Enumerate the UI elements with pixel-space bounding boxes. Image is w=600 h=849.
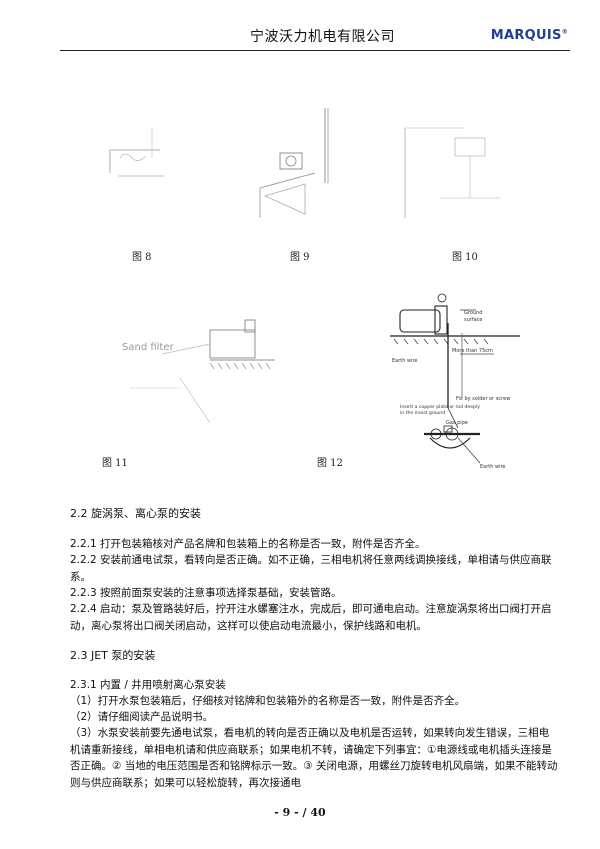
gas-pipe-label: Gas pipe — [446, 420, 468, 426]
paragraph-2-3-1: 2.3.1 内置 / 井用喷射离心泵安装 — [70, 679, 226, 691]
paragraph-2-3-1-item1: （1）打开水泵包装箱后，仔细核对铭牌和包装箱外的名称是否一致，附件是否齐全。 — [70, 695, 466, 707]
paragraph-2-2-1: 2.2.1 打开包装箱核对产品名牌和包装箱上的名称是否一致，附件是否齐全。 — [70, 538, 426, 550]
fig12-diagram: Ground surface More than 75cm Earth wire… — [390, 293, 520, 470]
paragraph-2-3-1-item3: （3）水泵安装前要先通电试泵，看电机的转向是否正确以及电机是否运转，如果转向发生… — [70, 727, 558, 789]
fig9-caption: 图 9 — [290, 252, 310, 263]
fig12-caption: 图 12 — [317, 458, 343, 469]
more-than-label: More than 75cm — [452, 348, 493, 354]
paragraph-2-2-3: 2.2.3 按照前面泵安装的注意事项选择泵基础，安装管路。 — [70, 587, 342, 599]
paragraph-2-3-1-item2: （2）请仔细阅读产品说明书。 — [70, 711, 214, 723]
insert-note-2: in the moist ground — [400, 410, 445, 416]
fig11-caption: 图 11 — [102, 458, 128, 469]
fig8-caption: 图 8 — [132, 252, 152, 263]
fig8-sketch — [109, 128, 164, 177]
earth-wire-label: Earth wire — [392, 358, 418, 364]
installation-sketches: Sand filter Ground — [109, 108, 520, 470]
ground-label-2: surface — [464, 317, 482, 323]
paragraph-2-2-4: 2.2.4 启动：泵及管路装好后，拧开注水螺塞注水，完成后，即可通电启动。注意旋… — [70, 603, 552, 632]
fig10-caption: 图 10 — [452, 252, 478, 263]
fix-note: Fix by solder or screw — [456, 396, 510, 402]
fig9-sketch — [259, 108, 329, 218]
figure-area: Sand filter Ground — [60, 58, 560, 478]
paragraph-2-2-2: 2.2.2 安装前通电试泵，看转向是否正确。如不正确，三相电机将任意两线调换接线… — [70, 554, 552, 583]
fig10-sketch — [404, 127, 500, 218]
insert-note-1: Insert a copper plate or rod deeply — [400, 404, 480, 410]
earth-wire-label-2: Earth wire — [480, 464, 506, 470]
company-name: 宁波沃力机电有限公司 — [250, 29, 395, 45]
fig11-sketch: Sand filter — [122, 319, 275, 424]
sand-filter-label: Sand filter — [122, 342, 174, 353]
section-2-2-title: 2.2 旋涡泵、离心泵的安装 — [70, 507, 201, 520]
ground-label-1: Ground — [464, 310, 482, 316]
marquis-logo: MARQUIS® — [490, 28, 568, 43]
section-2-3-title: 2.3 JET 泵的安装 — [70, 649, 156, 662]
page-number: - 9 - / 40 — [274, 806, 326, 819]
page-header: 宁波沃力机电有限公司 MARQUIS® — [60, 22, 570, 51]
